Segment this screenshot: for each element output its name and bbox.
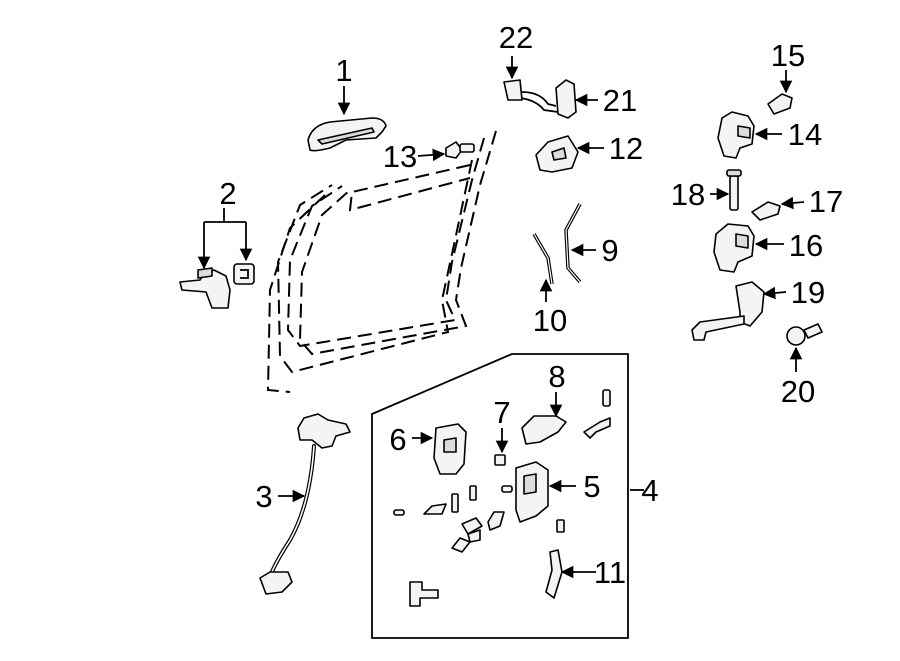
lower-hinge [713,223,755,273]
callout-17: 17 [809,184,843,219]
handle-bezel [233,263,255,285]
callout-14: 14 [788,117,822,152]
lock-actuator [433,423,467,475]
hinge-bolt-upper [767,93,793,115]
callout-12: 12 [609,131,643,166]
callout-5: 5 [583,469,600,504]
callout-8: 8 [548,359,565,394]
hinge-bolt-lower [751,201,781,221]
latch-rod [545,549,563,599]
callout-18: 18 [671,177,705,212]
check-bolt [786,323,823,346]
handle-bracket [535,135,579,173]
callout-19: 19 [791,275,825,310]
bolt [445,141,475,159]
door-check [691,281,765,341]
door-outline [266,130,497,393]
door-latch [515,461,549,523]
callout-3: 3 [255,479,272,514]
callout-4: 4 [641,473,658,508]
latch-small-parts [393,389,611,607]
callout-22: 22 [499,20,533,55]
lock-cable [259,413,351,595]
latch-spacer [494,454,506,466]
lock-cylinder [503,79,577,119]
callout-16: 16 [789,228,823,263]
callout-6: 6 [389,422,406,457]
upper-hinge [717,111,755,159]
lock-assembly-box [371,353,644,639]
leader-lines [197,56,805,579]
callout-2: 2 [219,176,236,211]
release-rod [532,233,554,285]
callout-13: 13 [383,139,417,174]
hinge-pin [726,169,742,211]
callout-21: 21 [603,83,637,118]
inside-handle [179,267,231,309]
outside-handle [307,117,387,152]
callout-10: 10 [533,303,567,338]
callout-7: 7 [493,395,510,430]
callout-labels: 1 2 3 4 5 6 7 8 9 10 11 12 13 14 15 16 1… [219,20,843,590]
callout-9: 9 [601,233,618,268]
latch-cover [521,415,567,445]
callout-11: 11 [594,555,626,590]
callout-15: 15 [771,38,805,73]
callout-1: 1 [335,53,352,88]
callout-20: 20 [781,374,815,409]
lock-rod [564,203,582,284]
